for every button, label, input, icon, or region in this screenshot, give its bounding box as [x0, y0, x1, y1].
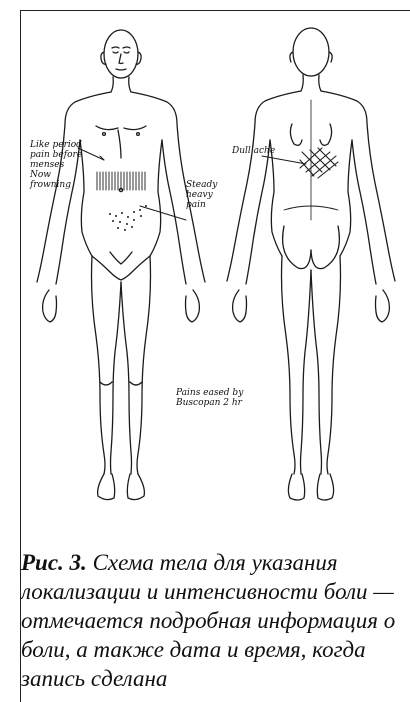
caption-label: Рис. 3.: [21, 550, 87, 575]
back-pain-crosshatch: [300, 148, 338, 178]
front-note-right: Steady heavy pain: [186, 180, 228, 210]
figure-caption: Рис. 3. Схема тела для указания локализа…: [21, 548, 396, 693]
back-head: [293, 28, 329, 76]
front-annotation-lines: [78, 148, 186, 220]
front-figure: [37, 30, 205, 500]
front-pain-dots: [109, 205, 147, 231]
front-pain-hatching: [96, 172, 146, 190]
body-diagram: [0, 0, 410, 520]
back-note-left: Dull ache: [232, 146, 292, 156]
back-figure: [227, 28, 395, 500]
bottom-note: Pains eased by Buscopan 2 hr: [176, 388, 266, 408]
front-note-left: Like period pain before menses Now frown…: [30, 140, 94, 190]
back-annotation-line: [262, 156, 306, 164]
